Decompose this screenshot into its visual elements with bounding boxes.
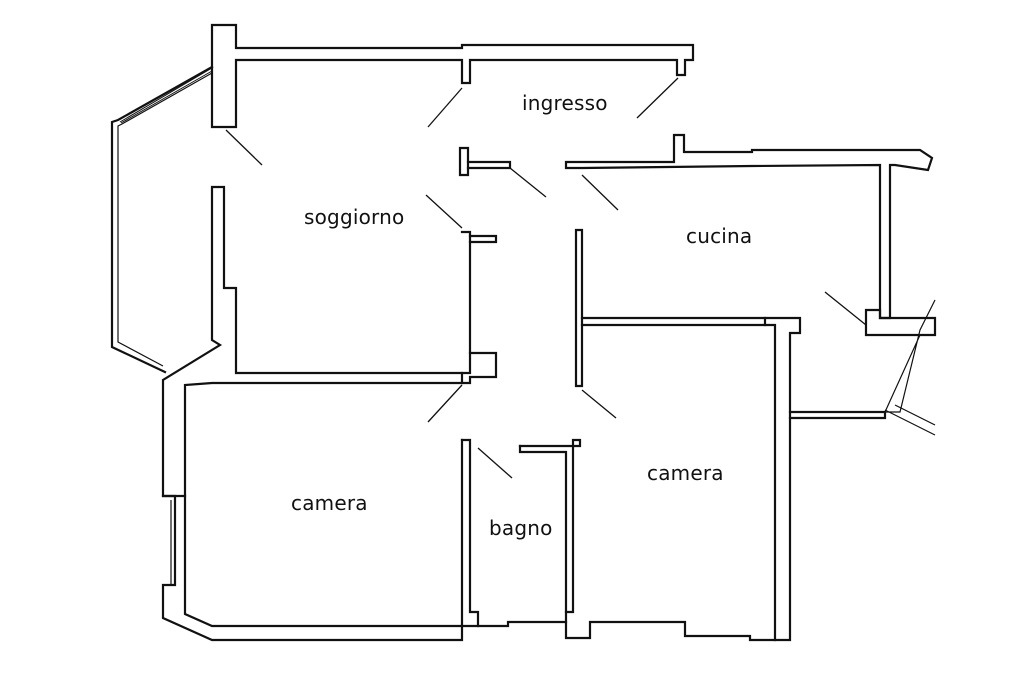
room-label-ingresso: ingresso [522, 91, 608, 115]
room-label-camera-left: camera [291, 491, 368, 515]
room-label-bagno: bagno [489, 516, 553, 540]
door-swings [225, 77, 867, 479]
exterior-walls [110, 23, 937, 642]
room-label-cucina: cucina [686, 224, 753, 248]
room-label-soggiorno: soggiorno [304, 205, 405, 229]
room-label-camera-right: camera [647, 461, 724, 485]
